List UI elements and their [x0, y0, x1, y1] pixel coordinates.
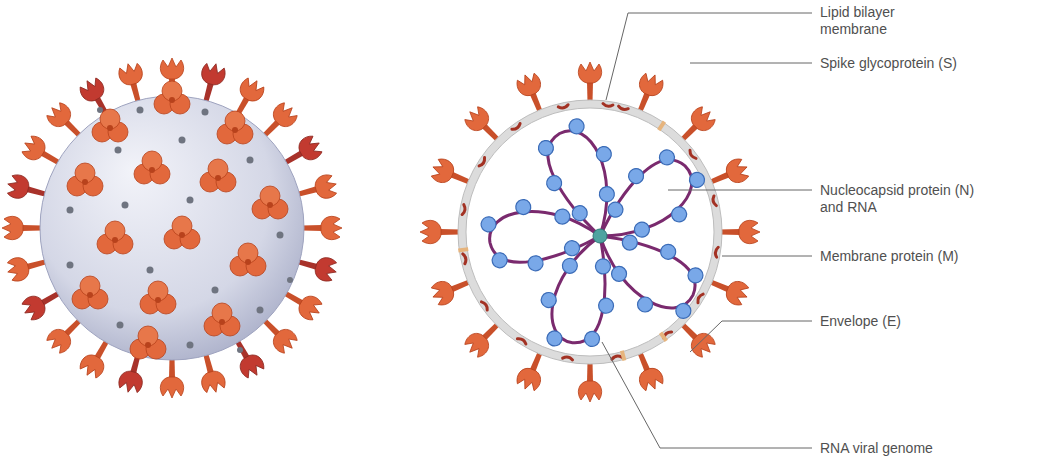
surface-dots — [147, 267, 154, 274]
surface-dots — [237, 347, 243, 353]
spike-heads — [164, 216, 200, 249]
spike-heads — [134, 151, 170, 184]
surface-dots — [97, 107, 103, 113]
membrane-proteins — [563, 356, 573, 360]
membrane-proteins — [517, 337, 527, 344]
envelope-proteins — [620, 350, 626, 361]
envelope-proteins — [659, 332, 668, 342]
lipid-membrane — [462, 104, 718, 360]
spike-heads — [200, 159, 236, 192]
lipid-membrane — [466, 108, 714, 356]
rna-genome — [593, 229, 607, 243]
spike-heads — [72, 276, 108, 309]
spike-heads — [140, 281, 176, 314]
leader-lines — [602, 342, 812, 448]
spike-glycoproteins — [420, 62, 760, 402]
leader-lines — [722, 256, 812, 257]
membrane-proteins — [481, 301, 488, 310]
surface-dots — [67, 207, 74, 214]
surface-dots — [67, 262, 74, 269]
membrane-proteins — [463, 254, 467, 264]
leader-lines — [690, 321, 812, 352]
surface-dots — [257, 307, 264, 314]
spike-heads — [154, 81, 190, 114]
membrane-proteins — [618, 106, 628, 111]
membrane-proteins — [479, 158, 486, 167]
envelope-proteins — [458, 247, 468, 252]
surface-dots — [212, 287, 219, 294]
spike-glycoproteins — [420, 220, 460, 243]
surface-dots — [202, 109, 209, 116]
leader-lines — [606, 13, 812, 100]
rna-genome — [579, 140, 718, 259]
envelope-proteins — [657, 121, 666, 132]
part-label: Nucleocapsid protein (N) and RNA — [820, 182, 980, 216]
membrane-proteins — [696, 293, 703, 303]
membrane-proteins — [462, 104, 718, 360]
part-label: Envelope (E) — [820, 313, 901, 330]
surface-dots — [137, 107, 144, 114]
surface-dots — [187, 342, 194, 349]
spike-heads — [230, 243, 266, 276]
membrane-proteins — [715, 247, 719, 257]
leader-lines — [690, 63, 812, 64]
surface-dots — [187, 197, 194, 204]
part-label: RNA viral genome — [820, 440, 933, 457]
spike-heads — [97, 221, 133, 254]
membrane-proteins — [612, 355, 622, 359]
membrane-proteins — [603, 104, 613, 107]
surface-dots — [287, 277, 293, 283]
spike-heads — [67, 81, 288, 359]
membrane-proteins — [688, 150, 696, 159]
spike-glycoproteins — [578, 62, 601, 102]
surface-dots — [179, 137, 186, 144]
surface-dots — [122, 202, 129, 209]
part-label: Spike glycoprotein (S) — [820, 55, 957, 72]
surface-spikes — [2, 216, 42, 239]
rna-genome — [475, 114, 717, 363]
virion-section — [420, 62, 760, 402]
spike-heads — [92, 109, 128, 142]
part-label: Membrane protein (M) — [820, 248, 959, 265]
surface-spikes — [160, 358, 183, 398]
spike-heads — [217, 111, 253, 144]
surface-dots — [277, 232, 284, 239]
spike-glycoproteins — [720, 220, 760, 243]
surface-spikes — [2, 58, 342, 398]
virion-3d — [2, 58, 342, 398]
surface-dots — [67, 107, 294, 354]
spike-heads — [204, 303, 240, 336]
surface-dots — [117, 322, 124, 329]
part-label: Lipid bilayer membrane — [820, 4, 930, 38]
lipid-membrane — [458, 100, 722, 364]
virion-sphere — [40, 96, 304, 360]
leader-lines — [602, 13, 812, 448]
lipid-membrane — [458, 100, 722, 364]
rna-genome — [475, 194, 603, 281]
membrane-proteins — [712, 196, 716, 206]
spike-heads — [130, 326, 166, 359]
surface-spikes — [302, 216, 342, 239]
spike-heads — [252, 186, 288, 219]
membrane-proteins — [512, 123, 521, 130]
membrane-proteins — [558, 105, 568, 109]
membrane-proteins — [462, 205, 466, 215]
surface-dots — [247, 157, 254, 164]
spike-glycoproteins — [578, 362, 601, 402]
surface-dots — [115, 147, 122, 154]
spike-heads — [67, 163, 103, 196]
leader-lines — [668, 190, 812, 191]
